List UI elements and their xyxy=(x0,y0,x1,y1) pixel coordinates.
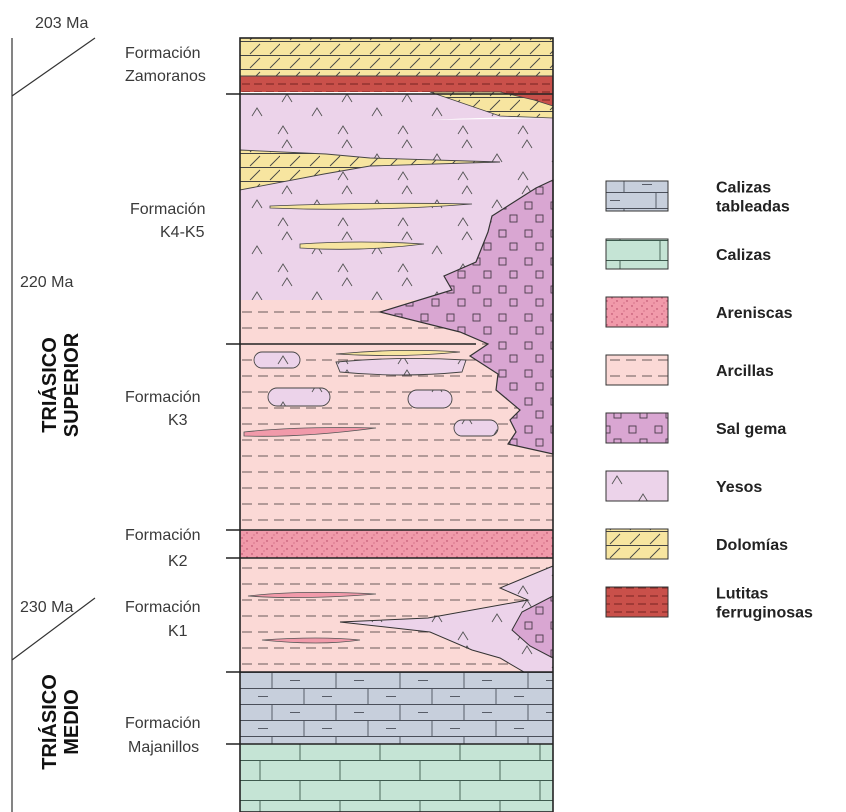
period-superior-line1: TRIÁSICO xyxy=(38,337,61,433)
formation-majanillos-line2: Majanillos xyxy=(128,739,199,756)
formation-labels: Formación Zamoranos Formación K4-K5 Form… xyxy=(125,45,206,756)
period-medio-line2: MEDIO xyxy=(61,689,83,755)
legend-swatch-areniscas xyxy=(606,297,668,327)
formation-k1-line2: K1 xyxy=(168,623,188,640)
formation-k1-line1: Formación xyxy=(125,599,201,616)
k3-yesos-nodule-3 xyxy=(408,390,452,408)
period-superior-line2: SUPERIOR xyxy=(61,332,83,437)
legend-swatch-arcillas xyxy=(606,355,668,385)
legend-label-sal-gema: Sal gema xyxy=(716,421,786,438)
age-230: 230 Ma xyxy=(20,599,73,616)
layer-calizas-tableadas xyxy=(240,672,553,744)
legend-swatch-calizas-tableadas xyxy=(606,181,668,211)
age-203: 203 Ma xyxy=(35,15,88,32)
formation-k4k5-line1: Formación xyxy=(130,201,206,218)
formation-zamoranos-line1: Formación xyxy=(125,45,201,62)
legend-label-yesos: Yesos xyxy=(716,479,762,496)
legend-label-areniscas: Areniscas xyxy=(716,305,793,322)
layer-k2-areniscas xyxy=(240,530,553,558)
legend-label-lutitas-line1: Lutitas xyxy=(716,586,769,603)
formation-majanillos-line1: Formación xyxy=(125,715,201,732)
formation-k4k5-line2: K4-K5 xyxy=(160,224,205,241)
legend-label-calizas-tableadas-line1: Calizas xyxy=(716,180,771,197)
legend-label-arcillas: Arcillas xyxy=(716,363,774,380)
legend-swatch-lutitas xyxy=(606,587,668,617)
legend-label-dolomias: Dolomías xyxy=(716,537,788,554)
layer-zamoranos-dolomias xyxy=(240,38,553,76)
age-220: 220 Ma xyxy=(20,274,73,291)
k3-yesos-nodule-4 xyxy=(454,420,498,436)
legend-swatch-yesos xyxy=(606,471,668,501)
legend-swatch-dolomias xyxy=(606,529,668,559)
column xyxy=(226,38,553,812)
period-medio-line1: TRIÁSICO xyxy=(38,674,61,770)
formation-zamoranos-line2: Zamoranos xyxy=(125,68,206,85)
k3-yesos-nodule-2 xyxy=(268,388,330,406)
legend-swatch-calizas xyxy=(606,239,668,269)
k3-yesos-lens xyxy=(336,358,466,375)
layer-calizas xyxy=(240,744,553,812)
k3-yesos-nodule-1 xyxy=(254,352,300,368)
formation-k2-line1: Formación xyxy=(125,527,201,544)
legend-label-calizas: Calizas xyxy=(716,247,771,264)
formation-k3-line1: Formación xyxy=(125,389,201,406)
legend-label-lutitas-line2: ferruginosas xyxy=(716,605,813,622)
formation-k2-line2: K2 xyxy=(168,553,188,570)
formation-k3-line2: K3 xyxy=(168,412,188,429)
legend: CalizastableadasCalizasAreniscasArcillas… xyxy=(606,180,813,622)
legend-swatch-sal-gema xyxy=(606,413,668,443)
legend-label-calizas-tableadas-line2: tableadas xyxy=(716,199,790,216)
